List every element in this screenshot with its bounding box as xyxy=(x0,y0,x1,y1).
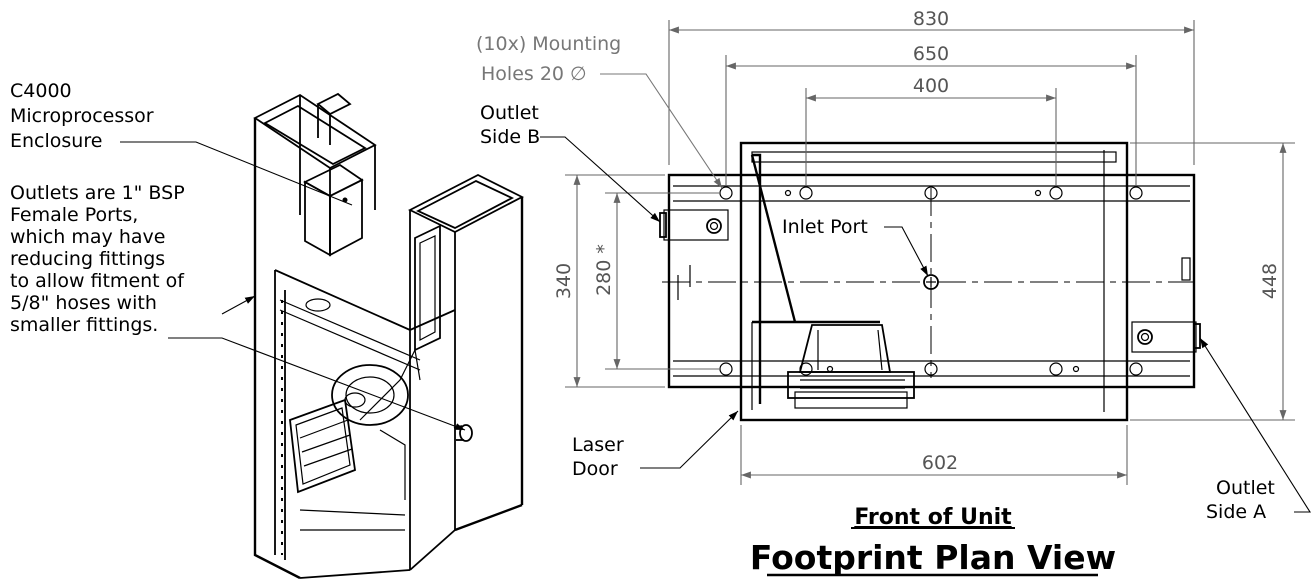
inlet-port-label: Inlet Port xyxy=(782,216,868,238)
footprint-plan-view-title: Footprint Plan View xyxy=(750,538,1116,577)
mounting-holes-leader xyxy=(600,73,723,189)
mounting-holes xyxy=(719,186,1143,376)
front-of-unit-title: Front of Unit xyxy=(854,505,1012,530)
laser-door-label: Laser Door xyxy=(572,434,630,480)
dim-340: 340 xyxy=(553,263,575,299)
outlet-side-b-leader xyxy=(540,136,661,223)
dim-830: 830 xyxy=(913,8,949,30)
inlet-port-leader xyxy=(884,226,929,277)
outlet-side-a-leader xyxy=(1199,337,1311,513)
enclosure-label: C4000 Microprocessor Enclosure xyxy=(10,80,160,152)
outlets-note: Outlets are 1" BSP Female Ports, which m… xyxy=(10,182,191,336)
dim-280: 280 * xyxy=(593,244,615,296)
dim-650: 650 xyxy=(913,43,949,65)
isometric-cabinet-drawing xyxy=(253,92,524,580)
laser-door-leader xyxy=(640,410,739,469)
outlet-side-b-label: Outlet Side B xyxy=(480,102,545,148)
dim-400: 400 xyxy=(913,75,949,97)
dim-602: 602 xyxy=(922,452,958,474)
mounting-holes-label: (10x) Mounting Holes 20 ∅ xyxy=(476,33,627,85)
dim-448: 448 xyxy=(1259,263,1281,299)
outlets-leader-a xyxy=(221,295,256,315)
footprint-plan-view xyxy=(659,141,1201,422)
dimension-lines xyxy=(565,20,1295,485)
outlets-leader-b xyxy=(168,337,466,431)
outlet-side-a-label: Outlet Side A xyxy=(1206,477,1281,523)
enclosure-leader xyxy=(120,141,353,206)
